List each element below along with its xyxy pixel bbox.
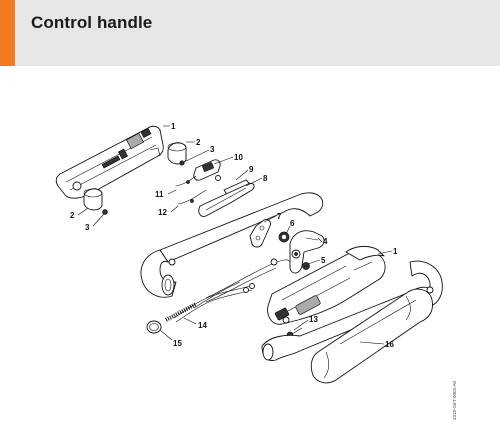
screw-5: [302, 262, 310, 270]
callout-14: 14: [198, 321, 207, 330]
callout-15: 15: [173, 339, 182, 348]
callout-1: 1: [171, 122, 176, 131]
interlock-lever: [249, 219, 271, 248]
upper-housing-part: [55, 125, 164, 199]
callout-6: 6: [290, 219, 295, 228]
ring-15: [146, 320, 162, 334]
callout-3: 3: [210, 145, 215, 154]
loop-handle-tube: [140, 192, 324, 298]
callout-16: 16: [385, 340, 394, 349]
clamp-upper: [167, 142, 187, 166]
torsion-spring: [278, 231, 290, 243]
callout-4: 4: [323, 237, 328, 246]
handle-housing: [267, 245, 386, 325]
callout-9: 9: [249, 165, 254, 174]
callout-7: 7: [277, 212, 282, 221]
trigger-part: [198, 183, 255, 217]
callout-labels: 1 2 3 10 9 8 11 12 2 3 7 6 4 1 5 14 13 1…: [70, 122, 398, 349]
switch-part: [193, 159, 221, 181]
callout-3-lower: 3: [85, 223, 90, 232]
wire-11: [175, 175, 197, 187]
callout-8: 8: [263, 174, 268, 183]
callout-10: 10: [234, 153, 243, 162]
callout-11: 11: [155, 190, 164, 199]
callout-2: 2: [196, 138, 201, 147]
callout-1-right: 1: [393, 247, 398, 256]
wire-12: [177, 189, 207, 205]
callout-5: 5: [321, 256, 326, 265]
leader-lines: [77, 125, 393, 345]
grip-tube: [261, 260, 443, 384]
throttle-trigger: [289, 230, 325, 274]
callout-12: 12: [158, 208, 167, 217]
callout-13: 13: [309, 315, 318, 324]
clamp-lower: [83, 188, 108, 215]
wiring-harness: [165, 281, 255, 323]
drawing-code: 4313-GET-0003-A0: [452, 380, 457, 420]
accent-stripe: [0, 0, 15, 66]
callout-2-lower: 2: [70, 211, 75, 220]
header-bar: Control handle: [0, 0, 500, 66]
page-title: Control handle: [31, 13, 153, 32]
